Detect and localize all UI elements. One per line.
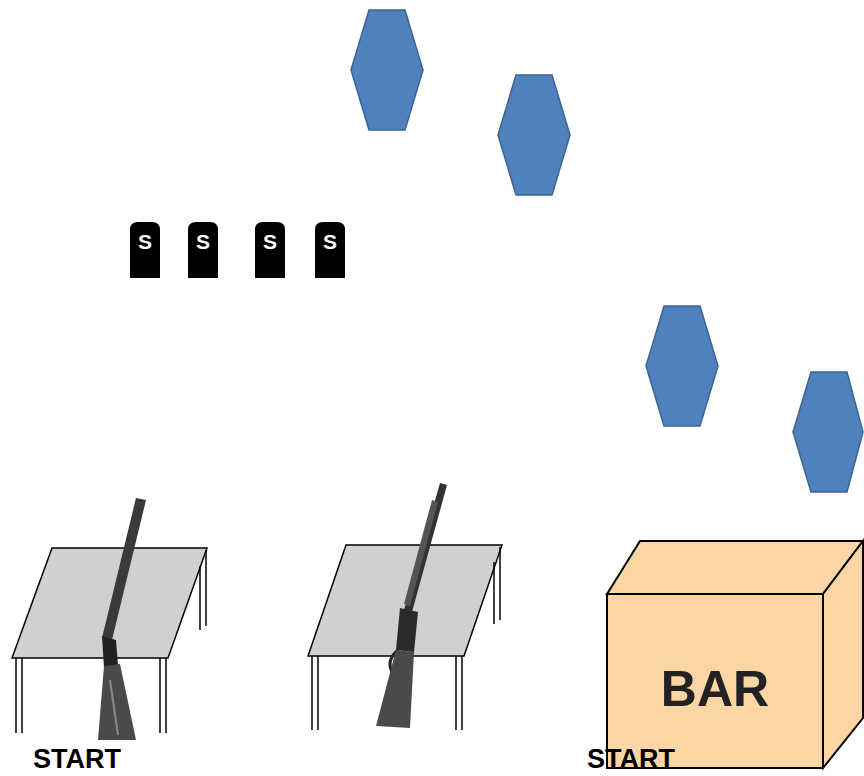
- hexagon-target: [351, 10, 423, 130]
- bar-box: BAR: [606, 540, 864, 769]
- shotgun-target: S: [315, 222, 345, 278]
- shotgun-target: S: [255, 222, 285, 278]
- start-label: START: [587, 746, 675, 773]
- shotgun-target: S: [188, 222, 218, 278]
- shotgun-target: S: [130, 222, 160, 278]
- box-label: BAR: [661, 664, 769, 714]
- shotgun-picture: [98, 498, 146, 740]
- box-front-face: BAR: [607, 594, 823, 768]
- hexagon-target: [793, 372, 863, 492]
- target-letter: S: [138, 231, 152, 252]
- hexagon-target: [498, 75, 570, 195]
- rifle-table: [308, 545, 502, 730]
- steel-targets: [351, 10, 863, 492]
- rifle-picture: [376, 483, 447, 728]
- start-label: START: [33, 746, 121, 773]
- hexagon-target: [646, 306, 718, 426]
- target-letter: S: [196, 231, 210, 252]
- target-letter: S: [323, 231, 337, 252]
- target-letter: S: [263, 231, 277, 252]
- box-outline: [606, 540, 864, 769]
